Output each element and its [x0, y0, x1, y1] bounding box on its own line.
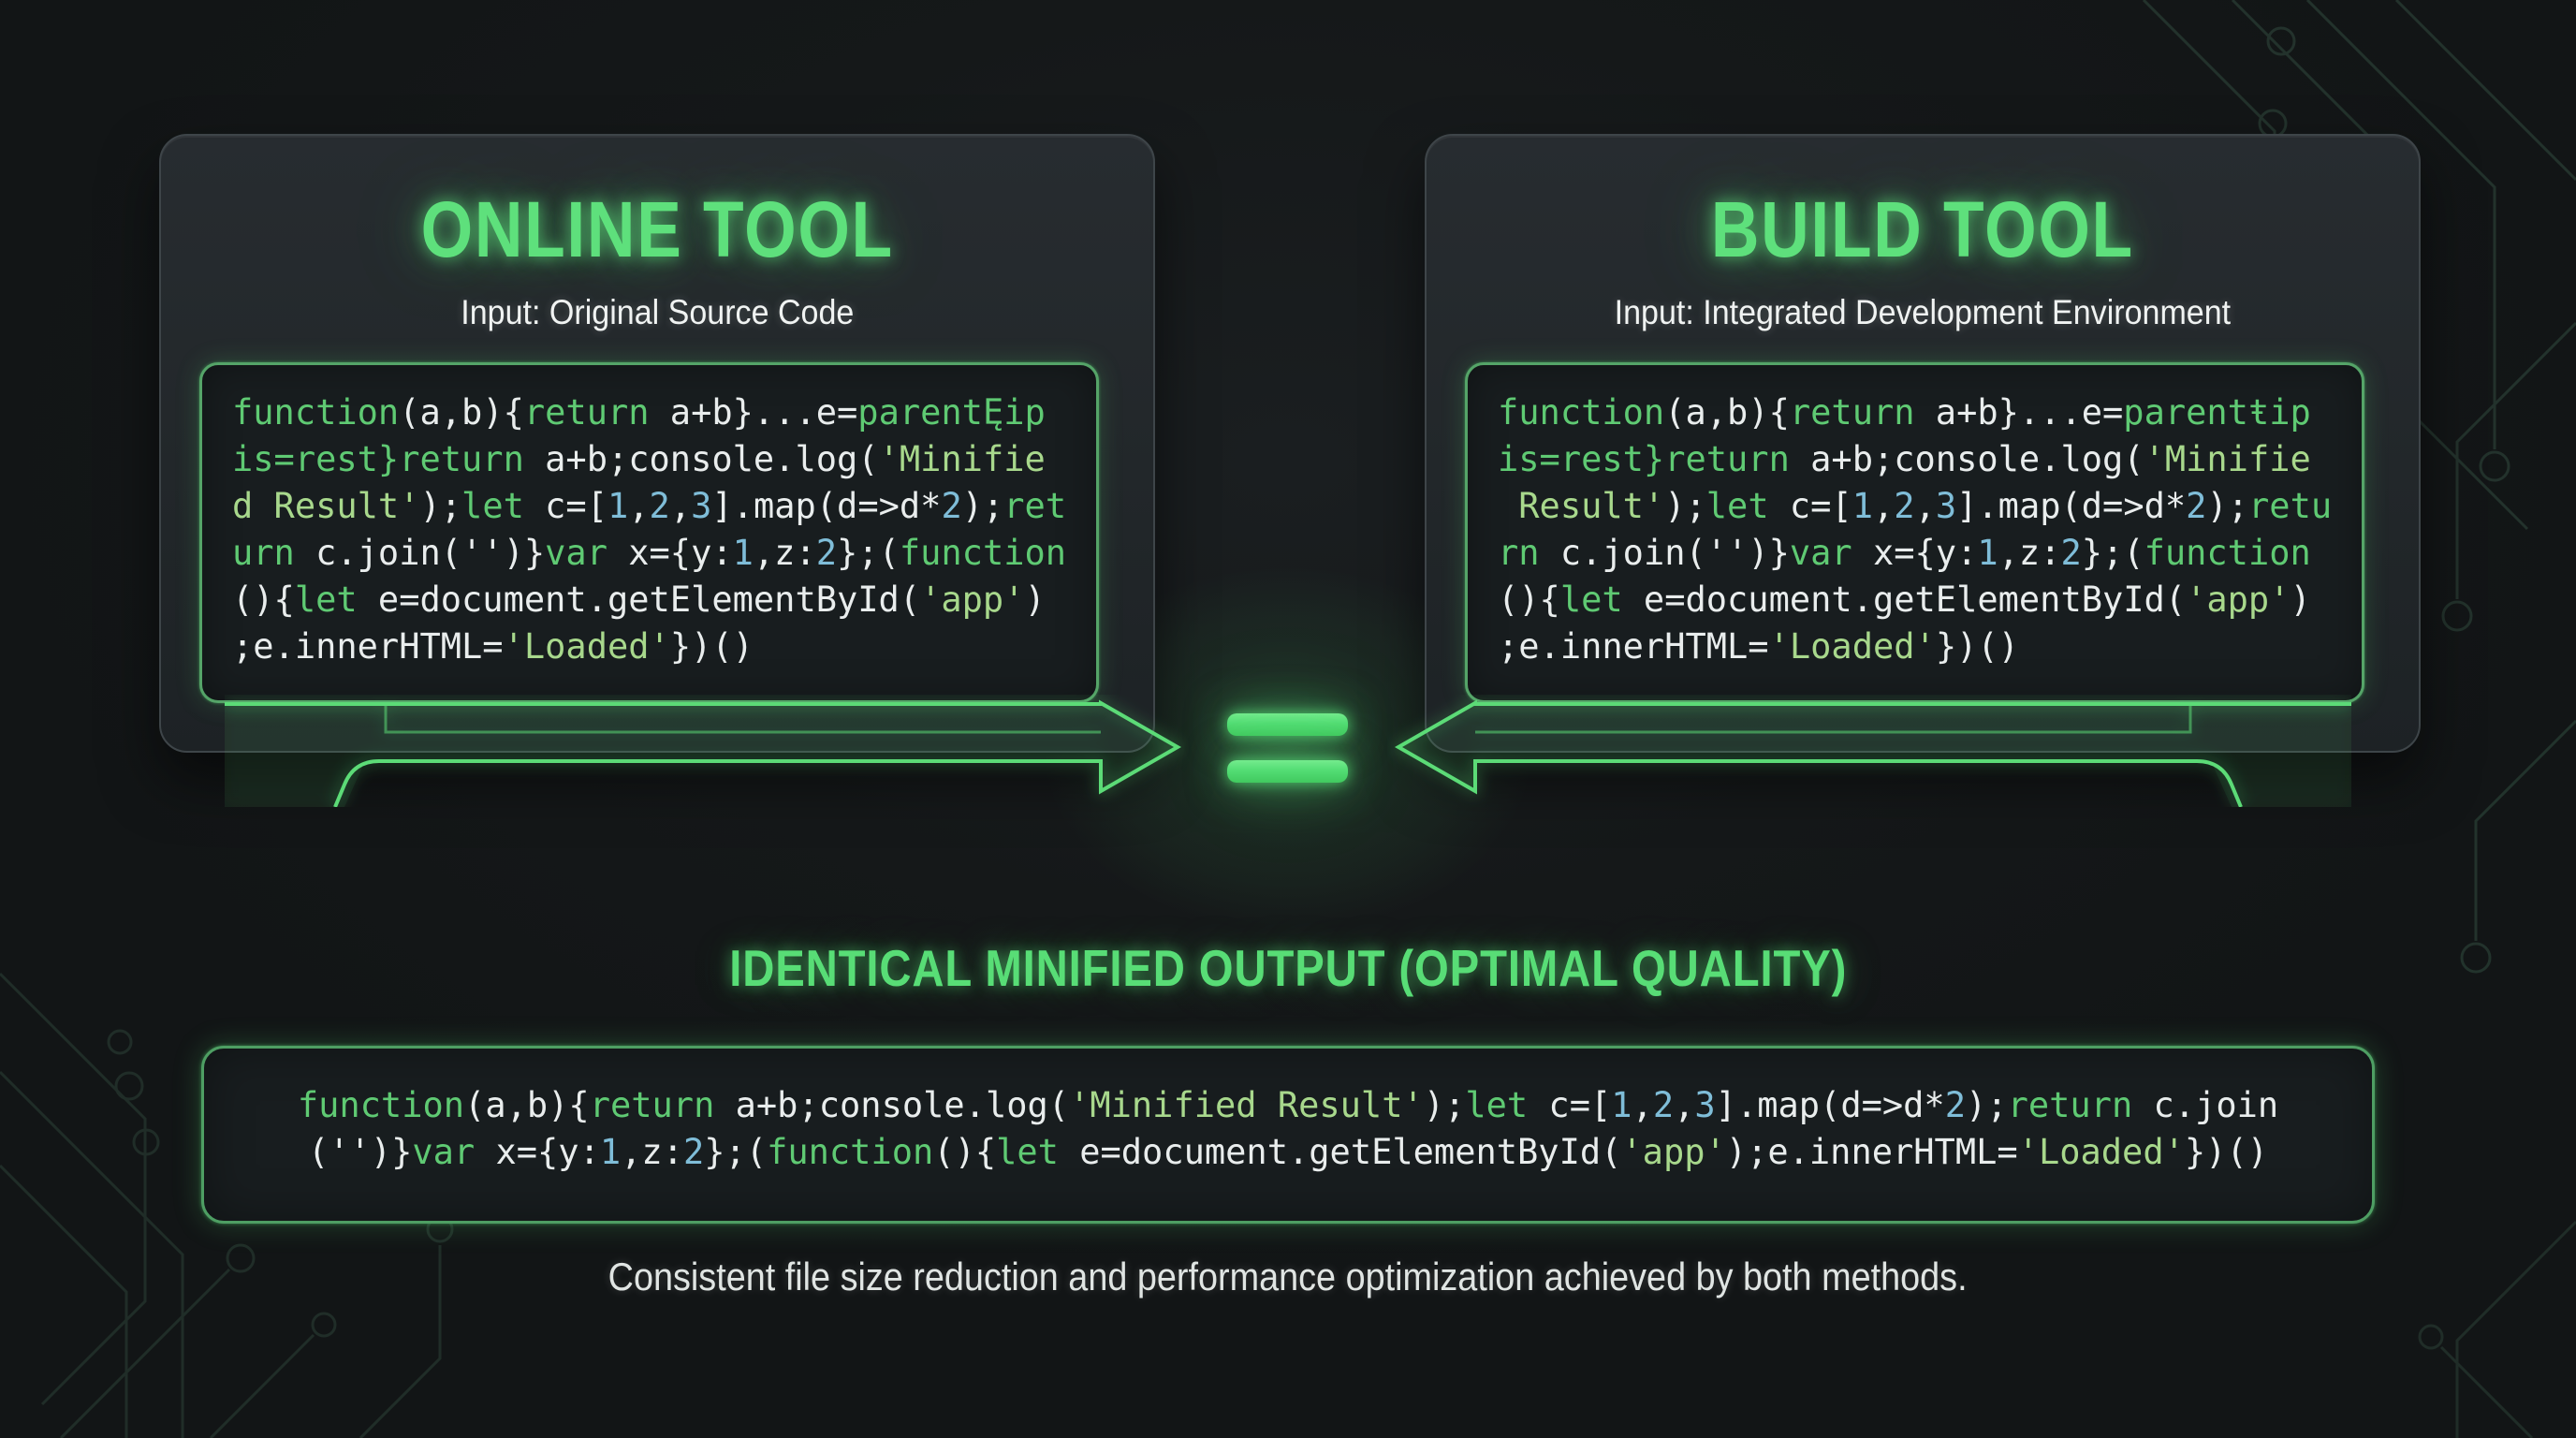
output-code-box: function(a,b){return a+b;console.log('Mi…	[201, 1046, 2375, 1224]
card-subtitle-build-tool: Input: Integrated Development Environmen…	[1614, 293, 2232, 331]
result-caption: Consistent file size reduction and perfo…	[608, 1255, 1968, 1299]
equals-bar-top	[1227, 713, 1348, 736]
card-title-build-tool: BUILD TOOL	[1710, 185, 2134, 273]
card-title-online-tool: ONLINE TOOL	[420, 185, 894, 273]
arrow-left-icon	[1394, 699, 2351, 807]
result-heading: IDENTICAL MINIFIED OUTPUT (OPTIMAL QUALI…	[728, 939, 1848, 997]
build-tool-card: BUILD TOOL Input: Integrated Development…	[1425, 134, 2421, 753]
online-tool-card: ONLINE TOOL Input: Original Source Code …	[159, 134, 1155, 753]
output-code: function(a,b){return a+b;console.log('Mi…	[297, 1085, 2279, 1172]
card-subtitle-online-tool: Input: Original Source Code	[460, 293, 855, 331]
equals-bar-bottom	[1227, 760, 1348, 783]
arrow-right-icon	[225, 699, 1182, 807]
